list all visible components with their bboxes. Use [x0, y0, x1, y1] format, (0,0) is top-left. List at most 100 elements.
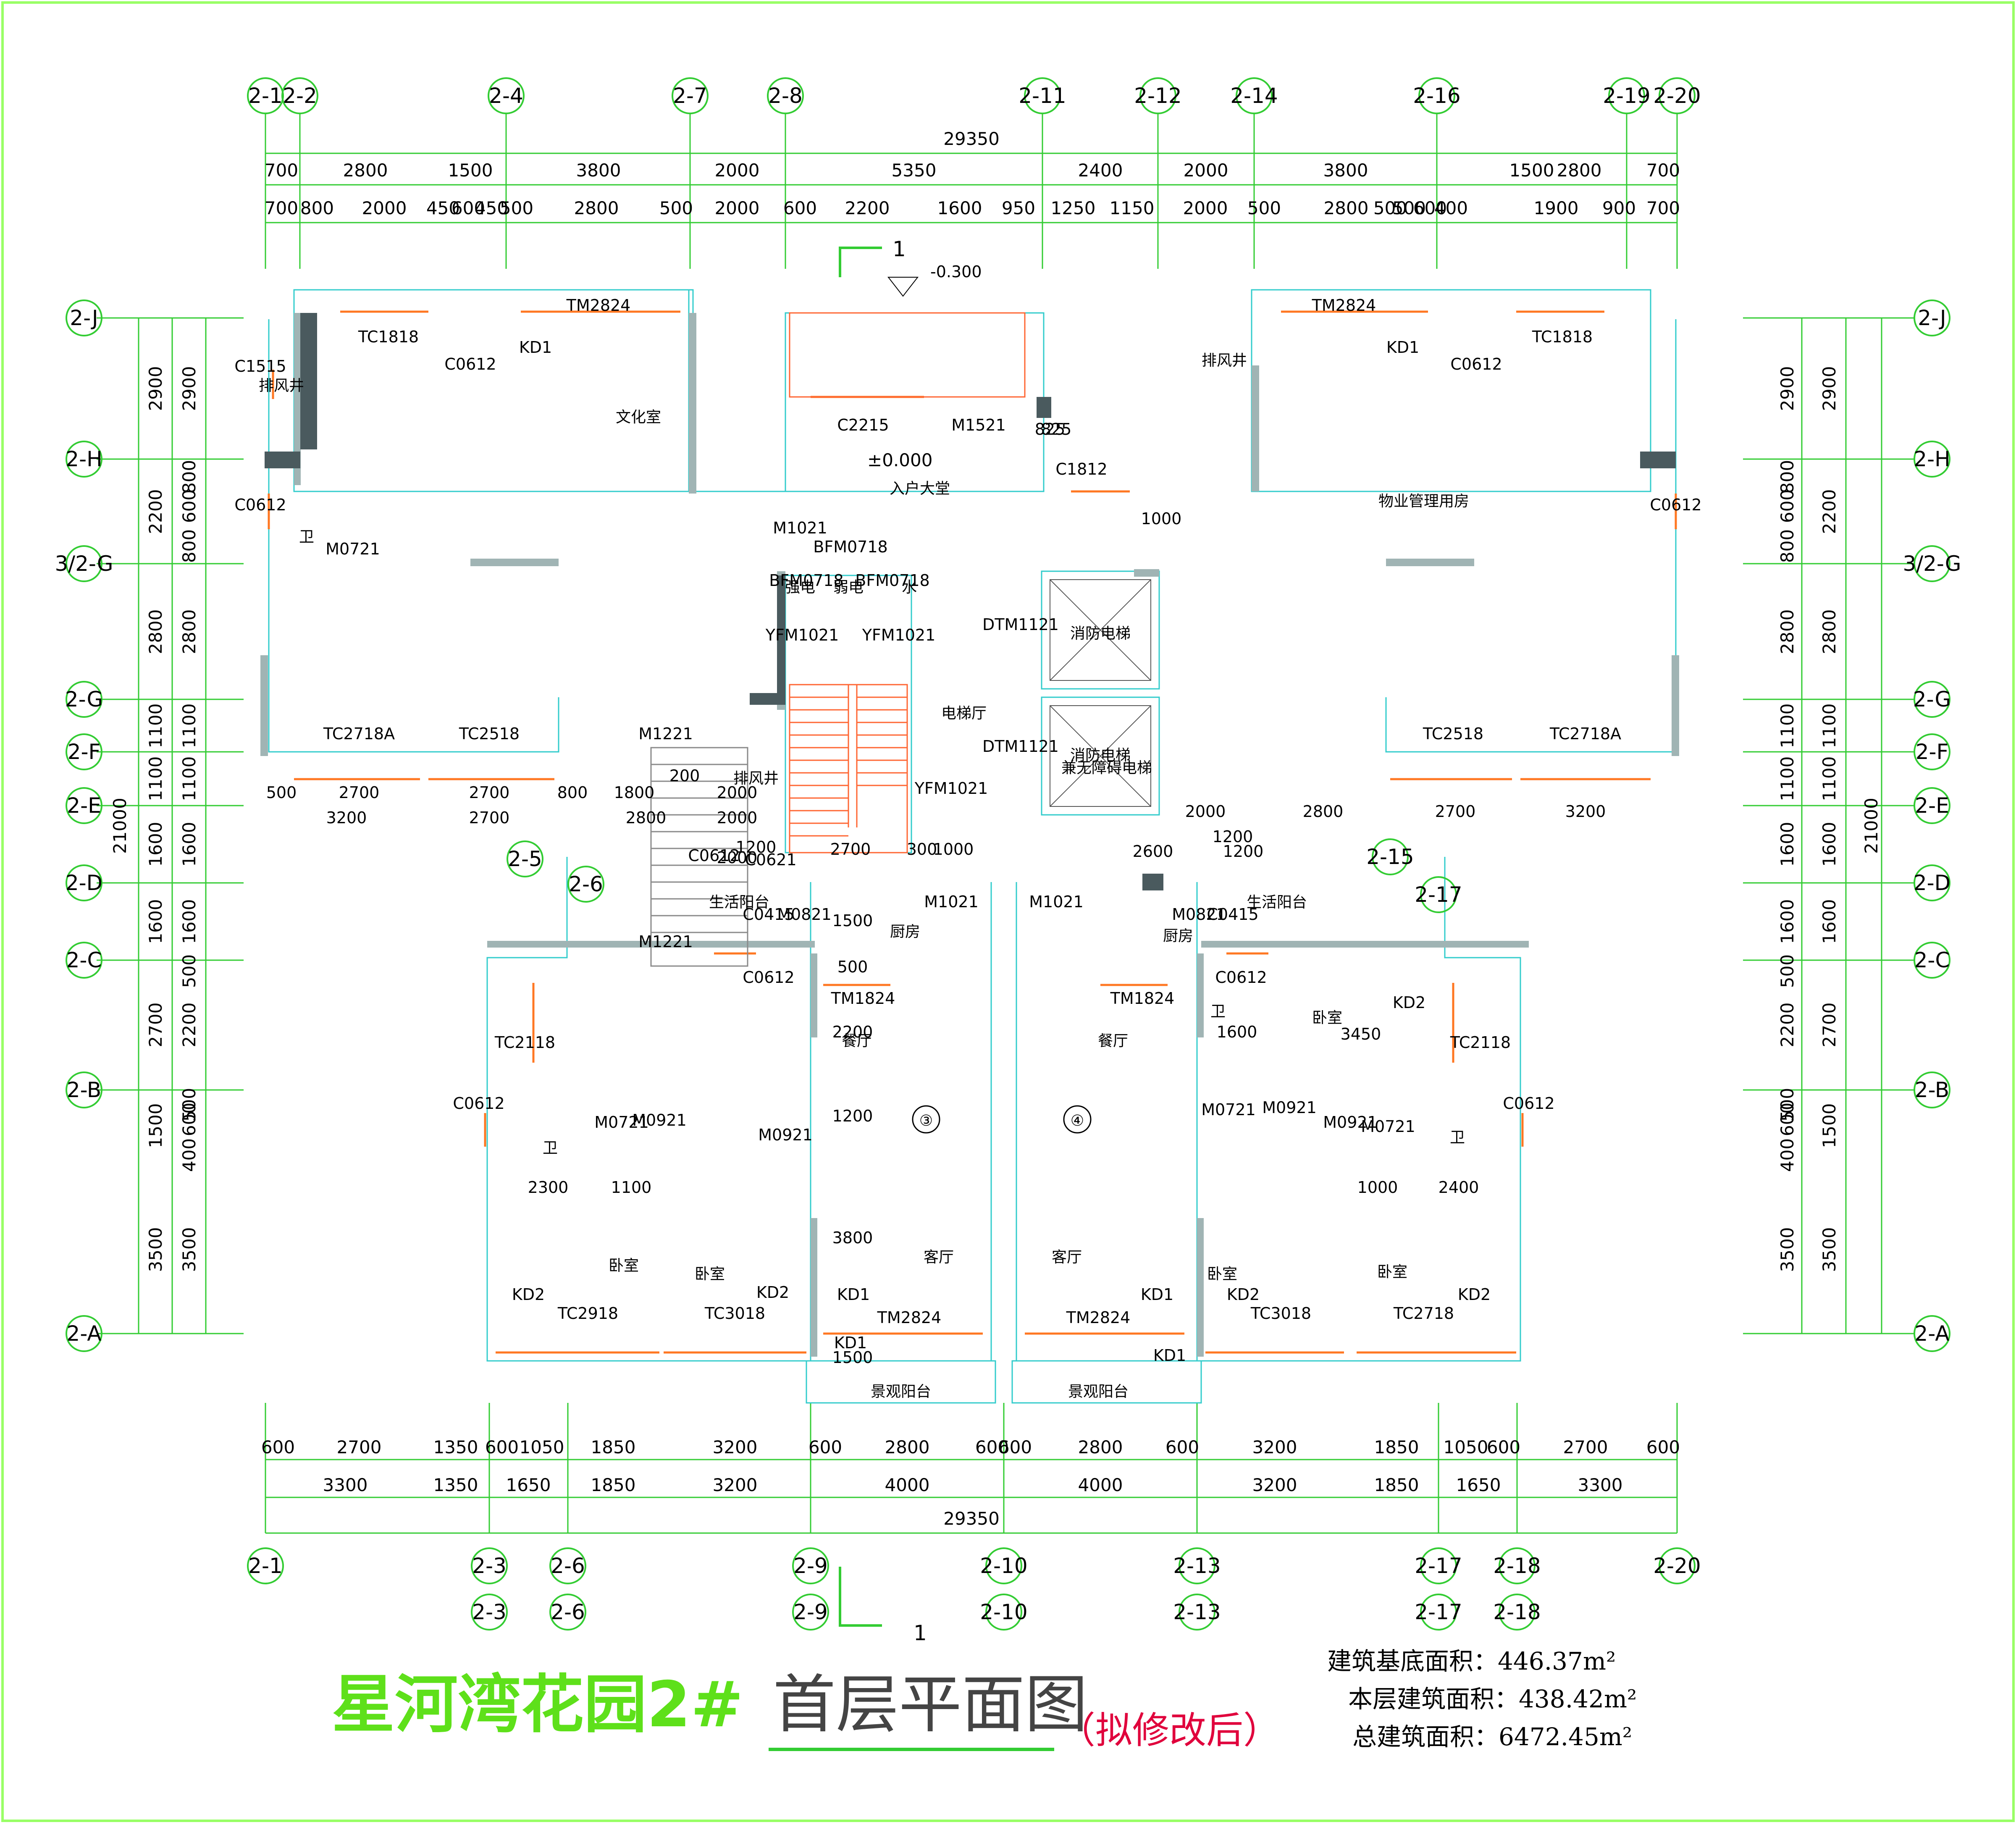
dim-top-row1: 700	[1646, 160, 1680, 181]
dim-top-row1: 2000	[715, 160, 760, 181]
dim-top-row2: 1150	[1110, 198, 1155, 218]
grid-bubble-left-label: 2-J	[70, 306, 98, 330]
grid-bubble-left-label: 2-F	[68, 740, 101, 764]
dim-bottom-row1: 600	[998, 1437, 1032, 1457]
opening-code: YFM1021	[914, 779, 988, 798]
dim-top-row2: 500	[659, 198, 693, 218]
dim-top-row2: 500	[1392, 198, 1426, 218]
dim-right-col1: 800	[1777, 460, 1798, 494]
dim-right-col1: 600	[1777, 1103, 1798, 1136]
dim-top-row2: 450	[426, 198, 460, 218]
dim-left-col2: 2200	[179, 1003, 200, 1048]
grid-bubble-left: 2-G	[65, 681, 103, 718]
grid-bubble-bottom2-label: 2-10	[980, 1600, 1027, 1624]
dim-inner: 300	[907, 840, 937, 859]
grid-bubble-right: 2-G	[1913, 681, 1951, 718]
dim-top-row1: 3800	[576, 160, 621, 181]
dim-top-row2: 1250	[1051, 198, 1096, 218]
dim-top-row2: 950	[1002, 198, 1035, 218]
floor-area: 本层建筑面积：438.42m²	[1348, 1685, 1637, 1713]
opening-code: C0612	[1503, 1094, 1554, 1113]
grid-bubble-bottom2-label: 2-17	[1415, 1600, 1462, 1624]
opening-code: TM2824	[877, 1308, 942, 1327]
opening-code: C1812	[1055, 460, 1107, 478]
dim-top-row1: 2800	[343, 160, 388, 181]
dim-top-row2: 2000	[715, 198, 760, 218]
opening-code: KD1	[1153, 1346, 1186, 1365]
opening-code: C0612	[1450, 355, 1502, 373]
dim-left-col2: 500	[179, 1088, 200, 1121]
grid-bubble-left-label: 2-A	[67, 1321, 102, 1346]
dim-left-col2: 1600	[179, 822, 200, 867]
grid-bubble-top-label: 2-11	[1018, 84, 1066, 108]
dim-right-col1: 500	[1777, 1088, 1798, 1121]
windows	[268, 310, 1677, 1354]
unit-circle-4	[1063, 1105, 1092, 1134]
grid-bubble-mid: 2-15	[1366, 838, 1414, 875]
elevator-cars	[1050, 579, 1151, 807]
wall-segments	[260, 313, 1679, 1357]
dim-inner: 2700	[1435, 802, 1476, 821]
dim-inner: 1000	[1141, 509, 1182, 528]
opening-code: C0612	[1215, 968, 1267, 987]
room-label: 强电	[785, 579, 815, 596]
dim-bottom-row1: 600	[975, 1437, 1009, 1457]
dim-inner: 1500	[832, 911, 873, 930]
dim-top-row2: 700	[1646, 198, 1680, 218]
dim-bottom-row1: 600	[1487, 1437, 1520, 1457]
grid-bubble-left-label: 2-G	[65, 687, 103, 712]
grid-bubble-bottom: 2-1	[247, 1547, 284, 1584]
room-label: 电梯厅	[941, 705, 987, 722]
room-label: 餐厅	[1098, 1032, 1128, 1050]
dim-right-col1: 800	[1777, 529, 1798, 563]
dim-inner: 2400	[1438, 1178, 1479, 1197]
dim-inner: 3800	[832, 1229, 873, 1247]
opening-code: C0621	[745, 851, 796, 869]
grid-bubble-bottom-label: 2-13	[1173, 1554, 1221, 1578]
room-label: 卧室	[695, 1266, 725, 1283]
opening-code: KD2	[1393, 993, 1425, 1012]
dim-right-col2: 2200	[1819, 489, 1840, 534]
dim-inner: 3200	[1565, 802, 1606, 821]
opening-code: C1515	[234, 357, 286, 376]
opening-code: BFM0718	[855, 571, 929, 590]
opening-code: KD2	[512, 1285, 545, 1304]
opening-code: KD1	[834, 1334, 867, 1352]
dim-bottom-row1: 3200	[1252, 1437, 1297, 1457]
dim-bottom-row1: 1050	[520, 1437, 564, 1457]
grid-bubble-bottom2-label: 2-3	[472, 1600, 507, 1624]
grid-bubbles-mid: 2-52-62-152-17	[507, 838, 1462, 913]
opening-code: M0721	[326, 540, 380, 558]
grid-bubble-top-label: 2-12	[1134, 84, 1181, 108]
dim-left-col1: 2900	[145, 366, 166, 411]
grid-bubble-bottom2-label: 2-18	[1493, 1600, 1541, 1624]
dim-top-row1: 700	[265, 160, 298, 181]
dim-left-col2: 1100	[179, 704, 200, 748]
dim-inner: 500	[837, 958, 868, 976]
grid-bubble-right: 2-C	[1914, 942, 1950, 979]
dim-top-row1: 1500	[1509, 160, 1554, 181]
dim-right-col1: 2200	[1777, 1003, 1798, 1048]
dim-left-col1: 1100	[145, 704, 166, 748]
section-number-bottom: 1	[914, 1621, 927, 1645]
opening-code: M1021	[1029, 893, 1084, 911]
grid-bubble-right-label: 2-D	[1914, 871, 1950, 895]
dim-right-col2: 2900	[1819, 366, 1840, 411]
grid-bubble-mid: 2-6	[567, 866, 604, 903]
dim-bottom-row1: 1850	[1374, 1437, 1419, 1457]
dim-right-col1: 1600	[1777, 899, 1798, 944]
dim-left-col2: 800	[179, 529, 200, 563]
dim-bottom-row1: 2700	[1563, 1437, 1608, 1457]
grid-bubble-bottom2: 2-10	[980, 1594, 1028, 1631]
dim-inner: 1500	[832, 1348, 873, 1367]
opening-code: TC2718A	[323, 725, 395, 743]
opening-code: TC1818	[358, 328, 419, 346]
dim-right-col2: 2800	[1819, 609, 1840, 654]
grid-bubble-bottom-label: 2-18	[1493, 1554, 1541, 1578]
dim-top-row2: 1900	[1534, 198, 1579, 218]
grid-bubble-left: 2-D	[66, 864, 102, 901]
dim-inner: 1200	[1223, 842, 1264, 861]
grid-bubble-left: 2-A	[66, 1315, 102, 1352]
